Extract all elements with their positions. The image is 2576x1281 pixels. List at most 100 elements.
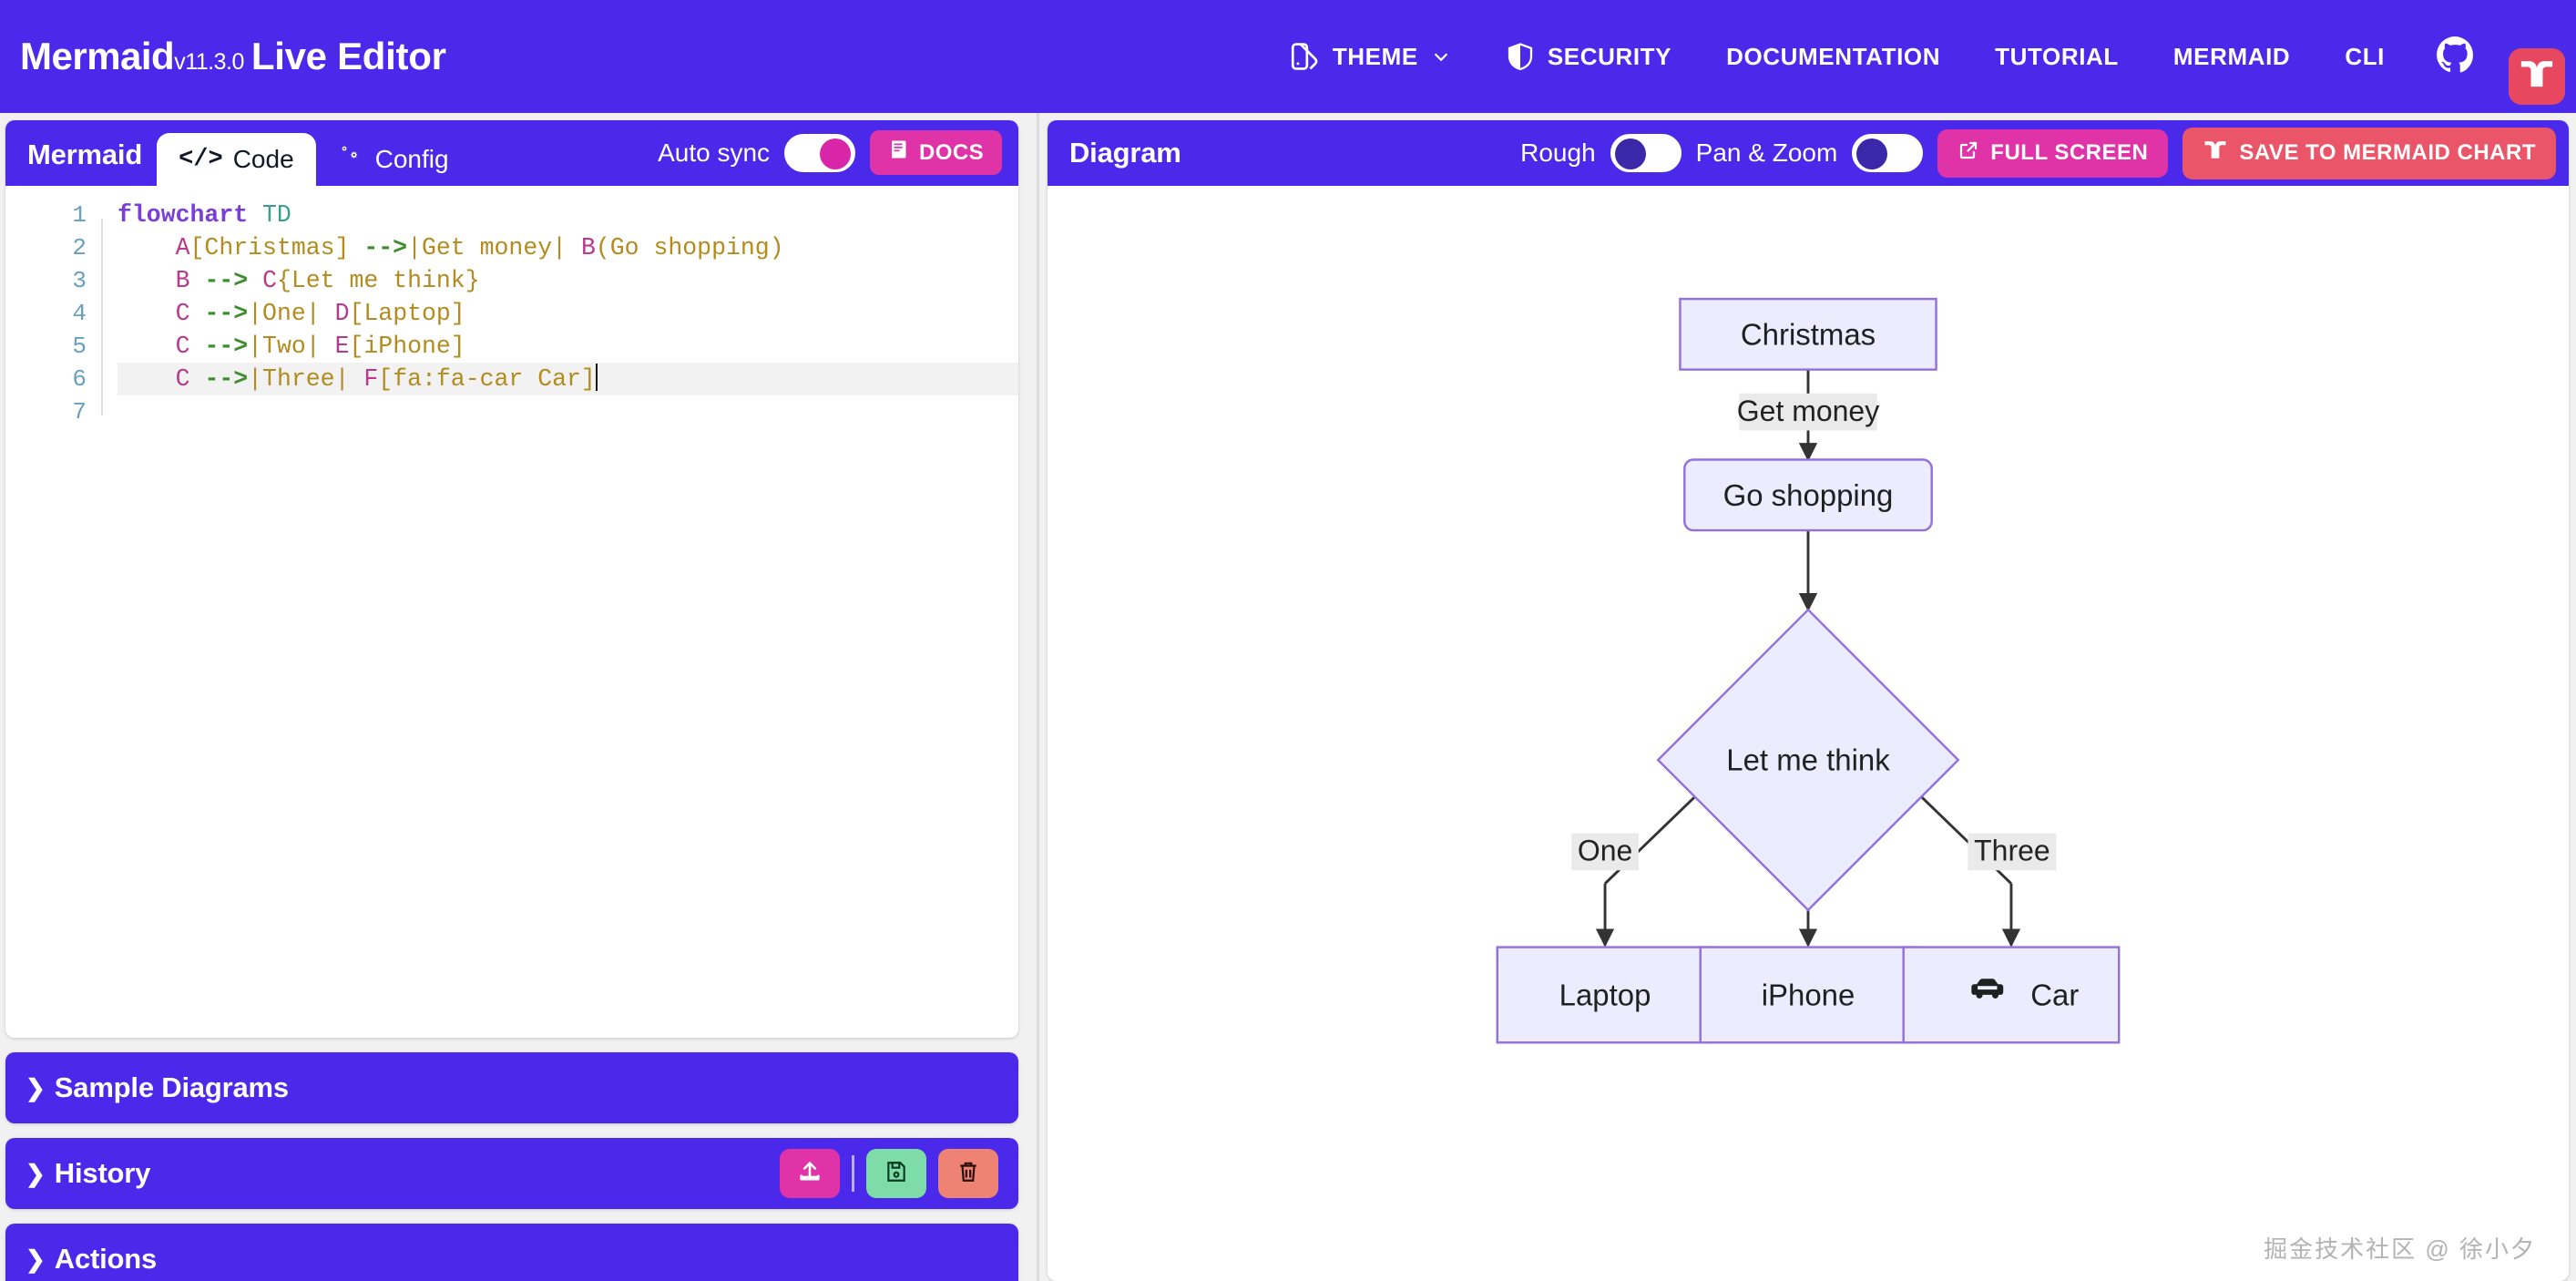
accordion-actions[interactable]: ❯ Actions bbox=[5, 1224, 1018, 1281]
node-shape-rounded bbox=[1683, 458, 1933, 532]
brand-subtitle: Live Editor bbox=[250, 35, 446, 77]
editor-toolbar: Auto sync DOCS bbox=[658, 130, 1018, 186]
panzoom-label: Pan & Zoom bbox=[1695, 138, 1838, 167]
diagram-toolbar: Rough Pan & Zoom FULL SCREEN bbox=[1520, 127, 2556, 179]
save-to-mermaid-chart-button[interactable]: SAVE TO MERMAID CHART bbox=[2182, 127, 2556, 179]
node-shape-rect bbox=[1496, 946, 1714, 1044]
edge-label-bg bbox=[1571, 833, 1639, 871]
code-line-4: C -->|One| D[Laptop] bbox=[175, 300, 465, 327]
node-label: Go shopping bbox=[1723, 478, 1894, 512]
mermaid-chart-logo-icon bbox=[2203, 138, 2228, 169]
brand[interactable]: Mermaid v11.3.0 Live Editor bbox=[20, 35, 446, 78]
code-line-1: flowchart TD bbox=[118, 201, 291, 229]
accordion-history[interactable]: ❯ History bbox=[5, 1138, 1018, 1209]
diagram-canvas[interactable]: Get money One Two Three bbox=[1048, 186, 2569, 1281]
chevron-right-icon: ❯ bbox=[26, 1159, 46, 1187]
nav-item-theme[interactable]: THEME bbox=[1262, 32, 1478, 81]
flowchart-svg: Get money One Two Three bbox=[1496, 297, 2121, 1044]
code-content[interactable]: flowchart TD A[Christmas] -->|Get money|… bbox=[101, 186, 1018, 1038]
main-body: Mermaid </> Code bbox=[0, 113, 2576, 1281]
toggle-knob bbox=[1614, 138, 1646, 169]
nav-item-cli[interactable]: CLI bbox=[2317, 34, 2412, 80]
nav-item-tutorial[interactable]: TUTORIAL bbox=[1968, 34, 2146, 80]
tab-code-label: Code bbox=[232, 145, 294, 173]
line-number-gutter: 1 2 3 4 5 6 7 bbox=[5, 186, 101, 1038]
floppy-disk-icon bbox=[884, 1160, 908, 1188]
node-C-let-me-think[interactable]: Let me think bbox=[1656, 608, 1960, 912]
save-button[interactable] bbox=[866, 1149, 926, 1198]
node-shape-rect bbox=[1679, 297, 1937, 371]
code-brackets-icon: </> bbox=[179, 146, 223, 173]
car-icon bbox=[1971, 979, 2004, 999]
diagram-card: Diagram Rough Pan & Zoom bbox=[1048, 120, 2569, 1281]
tab-code[interactable]: </> Code bbox=[157, 133, 316, 186]
node-label: Christmas bbox=[1741, 317, 1876, 351]
line-number: 2 bbox=[72, 234, 87, 261]
nav-label-mermaid: MERMAID bbox=[2172, 42, 2291, 70]
node-E-iphone[interactable]: iPhone bbox=[1699, 946, 1917, 1044]
node-B-go-shopping[interactable]: Go shopping bbox=[1683, 458, 1933, 532]
code-line-7 bbox=[118, 395, 1018, 428]
code-line-6: C -->|Three| F[fa:fa-car Car] bbox=[118, 363, 1018, 395]
autosync-label: Auto sync bbox=[658, 138, 771, 167]
github-icon bbox=[2436, 36, 2474, 78]
edge-label-three: Three bbox=[1974, 835, 2050, 867]
chevron-right-icon: ❯ bbox=[26, 1073, 46, 1102]
chevron-down-icon bbox=[1431, 46, 1451, 67]
left-pane: Mermaid </> Code bbox=[0, 113, 1027, 1281]
node-F-car[interactable]: Car bbox=[1902, 946, 2121, 1044]
rough-toggle[interactable] bbox=[1610, 134, 1682, 172]
node-shape-rect bbox=[1699, 946, 1917, 1044]
fullscreen-button[interactable]: FULL SCREEN bbox=[1937, 128, 2169, 178]
edge-label-one: One bbox=[1578, 835, 1632, 867]
line-number: 1 bbox=[72, 201, 87, 229]
right-pane: Diagram Rough Pan & Zoom bbox=[1048, 113, 2576, 1281]
mermaid-chart-logo-icon bbox=[2518, 56, 2556, 98]
accordion-label: Actions bbox=[54, 1243, 158, 1275]
docs-button[interactable]: DOCS bbox=[870, 130, 1002, 175]
editor-pane-label: Mermaid bbox=[27, 138, 143, 170]
accordion-label: Sample Diagrams bbox=[54, 1071, 289, 1103]
nav-item-mermaid[interactable]: MERMAID bbox=[2146, 34, 2317, 80]
accordion-sample-diagrams[interactable]: ❯ Sample Diagrams bbox=[5, 1052, 1018, 1123]
nav-label-security: SECURITY bbox=[1547, 42, 1672, 70]
line-number: 3 bbox=[72, 267, 87, 294]
external-link-icon bbox=[1958, 139, 1979, 168]
github-link[interactable] bbox=[2412, 26, 2498, 87]
history-tools bbox=[780, 1149, 998, 1198]
rough-label: Rough bbox=[1520, 138, 1596, 167]
divider-line bbox=[1036, 113, 1039, 1281]
top-navbar: Mermaid v11.3.0 Live Editor THEME bbox=[0, 0, 2576, 113]
code-line-3: B --> C{Let me think} bbox=[175, 267, 480, 294]
shield-icon bbox=[1506, 42, 1535, 71]
indent-guide bbox=[101, 219, 103, 415]
node-A-christmas[interactable]: Christmas bbox=[1679, 297, 1937, 371]
gears-icon bbox=[338, 145, 365, 175]
node-shape-rect bbox=[1902, 946, 2121, 1044]
trash-icon bbox=[956, 1159, 980, 1189]
editor-tabbar: Mermaid </> Code bbox=[5, 120, 1018, 186]
flowchart-nodes: Christmas Go shopping Let me think bbox=[1496, 297, 2121, 1044]
mermaid-chart-button[interactable] bbox=[2509, 48, 2565, 105]
node-D-laptop[interactable]: Laptop bbox=[1496, 946, 1714, 1044]
brand-name: Mermaid bbox=[20, 35, 175, 77]
pane-resize-handle[interactable] bbox=[1027, 113, 1048, 1281]
toggle-knob bbox=[1856, 138, 1888, 169]
theme-palette-icon bbox=[1289, 41, 1320, 72]
save-to-mermaid-chart-label: SAVE TO MERMAID CHART bbox=[2239, 140, 2536, 165]
nav-item-security[interactable]: SECURITY bbox=[1478, 33, 1699, 80]
book-icon bbox=[888, 138, 910, 167]
tab-config[interactable]: Config bbox=[316, 133, 471, 186]
edge-label-bg bbox=[1968, 833, 2057, 871]
autosync-toggle[interactable] bbox=[784, 133, 856, 172]
panzoom-toggle[interactable] bbox=[1852, 134, 1924, 172]
nav-item-documentation[interactable]: DOCUMENTATION bbox=[1699, 34, 1968, 80]
edge-label-get-money: Get money bbox=[1737, 395, 1879, 427]
upload-button[interactable] bbox=[780, 1149, 840, 1198]
code-line-2: A[Christmas] -->|Get money| B(Go shoppin… bbox=[175, 234, 784, 261]
node-shape-diamond bbox=[1656, 608, 1960, 912]
delete-button[interactable] bbox=[938, 1149, 998, 1198]
line-number: 5 bbox=[72, 333, 87, 360]
code-editor[interactable]: 1 2 3 4 5 6 7 flowchart TD A[Christmas] … bbox=[5, 186, 1018, 1038]
